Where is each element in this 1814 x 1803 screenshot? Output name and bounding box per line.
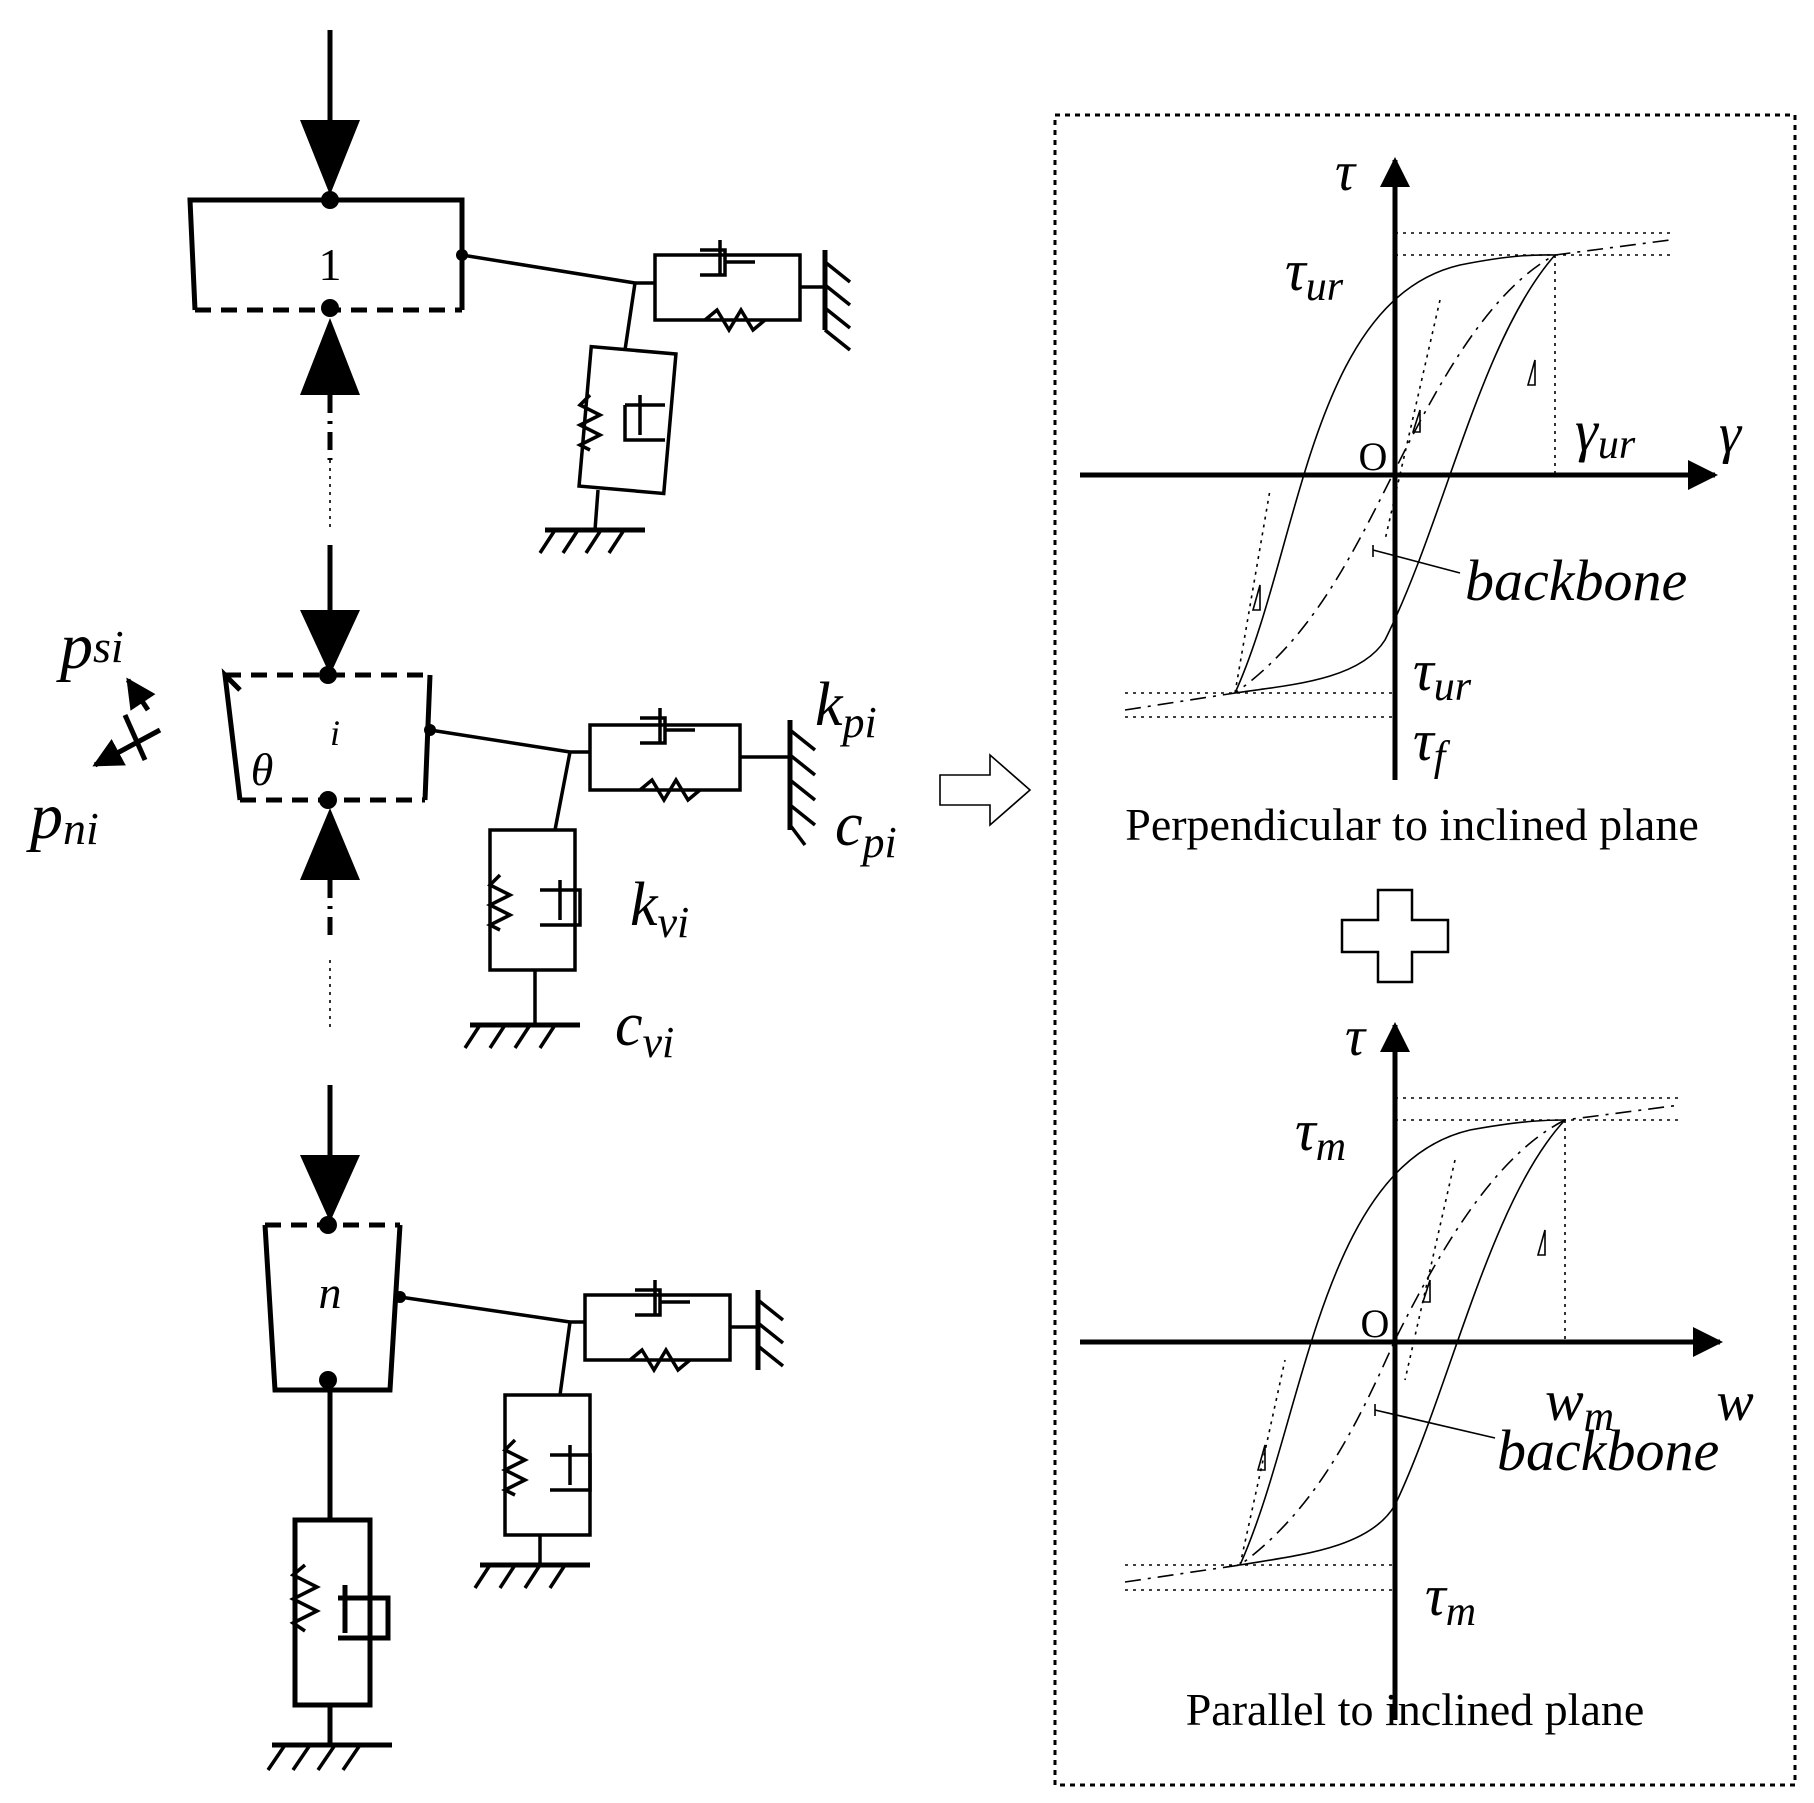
par-origin-label: O (1361, 1301, 1390, 1346)
perp-x-axis-label: γ (1719, 403, 1743, 465)
link-i-to-n (300, 808, 360, 1222)
element-n-label: n (319, 1267, 342, 1318)
element-n-springs (399, 1280, 785, 1589)
load-direction-arrows (92, 677, 162, 768)
perp-bottom-label-2: τf (1413, 708, 1451, 780)
plus-icon (1340, 888, 1450, 984)
par-y-axis-label: τ (1345, 1006, 1367, 1068)
par-top-label: τm (1295, 1098, 1346, 1170)
curves-frame (1053, 113, 1797, 1787)
element-1: 1 (187, 191, 468, 317)
p-ni-label: pni (26, 780, 99, 854)
element-chain: 1 (26, 30, 897, 1771)
link-1-to-i (300, 318, 360, 675)
par-x-point-label: wm (1545, 1368, 1614, 1440)
plot-parallel: τ w O τm wm backbone τm Parallel to incl… (1080, 1006, 1754, 1735)
perp-caption: Perpendicular to inclined plane (1125, 799, 1699, 850)
angle-label: θ (251, 744, 274, 795)
perp-top-label: τur (1285, 238, 1344, 310)
element-i-label: i (330, 713, 340, 753)
perp-y-axis-label: τ (1335, 141, 1357, 203)
c-pi-label: cpi (835, 791, 897, 867)
perp-origin-label: O (1359, 434, 1388, 479)
element-1-springs (461, 240, 852, 554)
perp-curve-label: backbone (1465, 548, 1687, 613)
k-pi-label: kpi (815, 671, 877, 747)
par-bottom-label: τm (1425, 1563, 1476, 1635)
hollow-arrow-icon (939, 753, 1032, 827)
element-i-springs (429, 708, 817, 1049)
plot-perpendicular: τ γ O τur γur τur τf backbone Perpendicu… (1080, 141, 1743, 850)
par-curve-label: backbone (1497, 1418, 1719, 1483)
k-vi-label: kvi (630, 871, 689, 947)
element-n: n (262, 1216, 406, 1393)
perp-bottom-label-1: τur (1413, 638, 1472, 710)
top-load-arrow (300, 30, 360, 195)
base-support (266, 1390, 392, 1771)
element-1-label: 1 (319, 239, 342, 290)
par-caption: Parallel to inclined plane (1186, 1684, 1645, 1735)
element-i: θ i (221, 666, 436, 809)
p-si-label: psi (56, 610, 124, 683)
c-vi-label: cvi (615, 991, 674, 1067)
perp-x-point-label: γur (1575, 398, 1636, 468)
par-x-axis-label: w (1716, 1371, 1753, 1433)
